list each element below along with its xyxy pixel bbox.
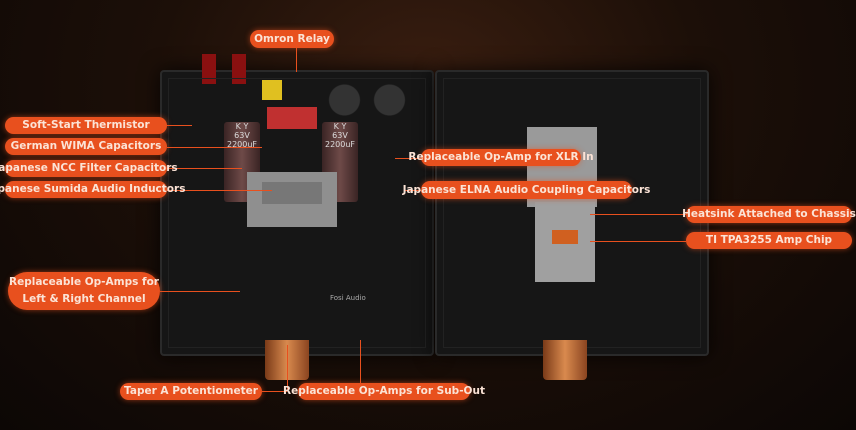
leader-line — [167, 190, 272, 191]
leader-line — [287, 345, 288, 391]
leader-line — [262, 391, 287, 392]
pcb-bottom-view — [435, 70, 709, 356]
leader-line — [167, 168, 242, 169]
callout-elna-capacitors: Japanese ELNA Audio Coupling Capacitors — [403, 181, 650, 199]
callout-wima-capacitors: German WIMA Capacitors — [5, 138, 167, 155]
callout-opamps-sub: Replaceable Op-Amps for Sub-Out — [283, 383, 485, 400]
leader-line — [167, 147, 262, 148]
volume-knob — [543, 340, 587, 380]
leader-line — [590, 214, 686, 215]
silkscreen: Fosi Audio — [330, 294, 366, 302]
inductors — [262, 182, 322, 204]
heatsink-pad — [535, 202, 595, 282]
callout-soft-start-thermistor: Soft-Start Thermistor — [5, 117, 167, 134]
callout-ncc-capacitors: Japanese NCC Filter Capacitors — [0, 160, 178, 177]
leader-line — [296, 48, 297, 72]
leader-line — [590, 241, 686, 242]
rca-jacks — [202, 54, 262, 84]
leader-line — [395, 158, 421, 159]
callout-opamps-lr-line2: Left & Right Channel — [22, 293, 146, 305]
leader-line — [167, 125, 192, 126]
callout-opamps-lr-line1: Replaceable Op-Amps for — [9, 276, 159, 289]
amp-chip — [552, 230, 578, 244]
callout-omron-relay: Omron Relay — [250, 30, 334, 48]
callout-heatsink: Heatsink Attached to Chassis — [682, 206, 856, 223]
heatsink-plate — [247, 172, 337, 227]
leader-line — [360, 340, 361, 383]
callout-sumida-inductors: Japanese Sumida Audio Inductors — [0, 181, 185, 198]
leader-line — [160, 291, 240, 292]
leader-line — [405, 190, 421, 191]
relay — [262, 80, 282, 100]
callout-opamp-xlr: Replaceable Op-Amp for XLR In — [408, 149, 594, 166]
callout-opamps-lr: Replaceable Op-Amps for Left & Right Cha… — [8, 272, 160, 310]
callout-amp-chip: TI TPA3255 Amp Chip — [686, 232, 852, 249]
xlr-jacks — [322, 80, 412, 120]
wima-capacitors — [267, 107, 317, 129]
callout-potentiometer: Taper A Potentiometer — [120, 383, 262, 400]
